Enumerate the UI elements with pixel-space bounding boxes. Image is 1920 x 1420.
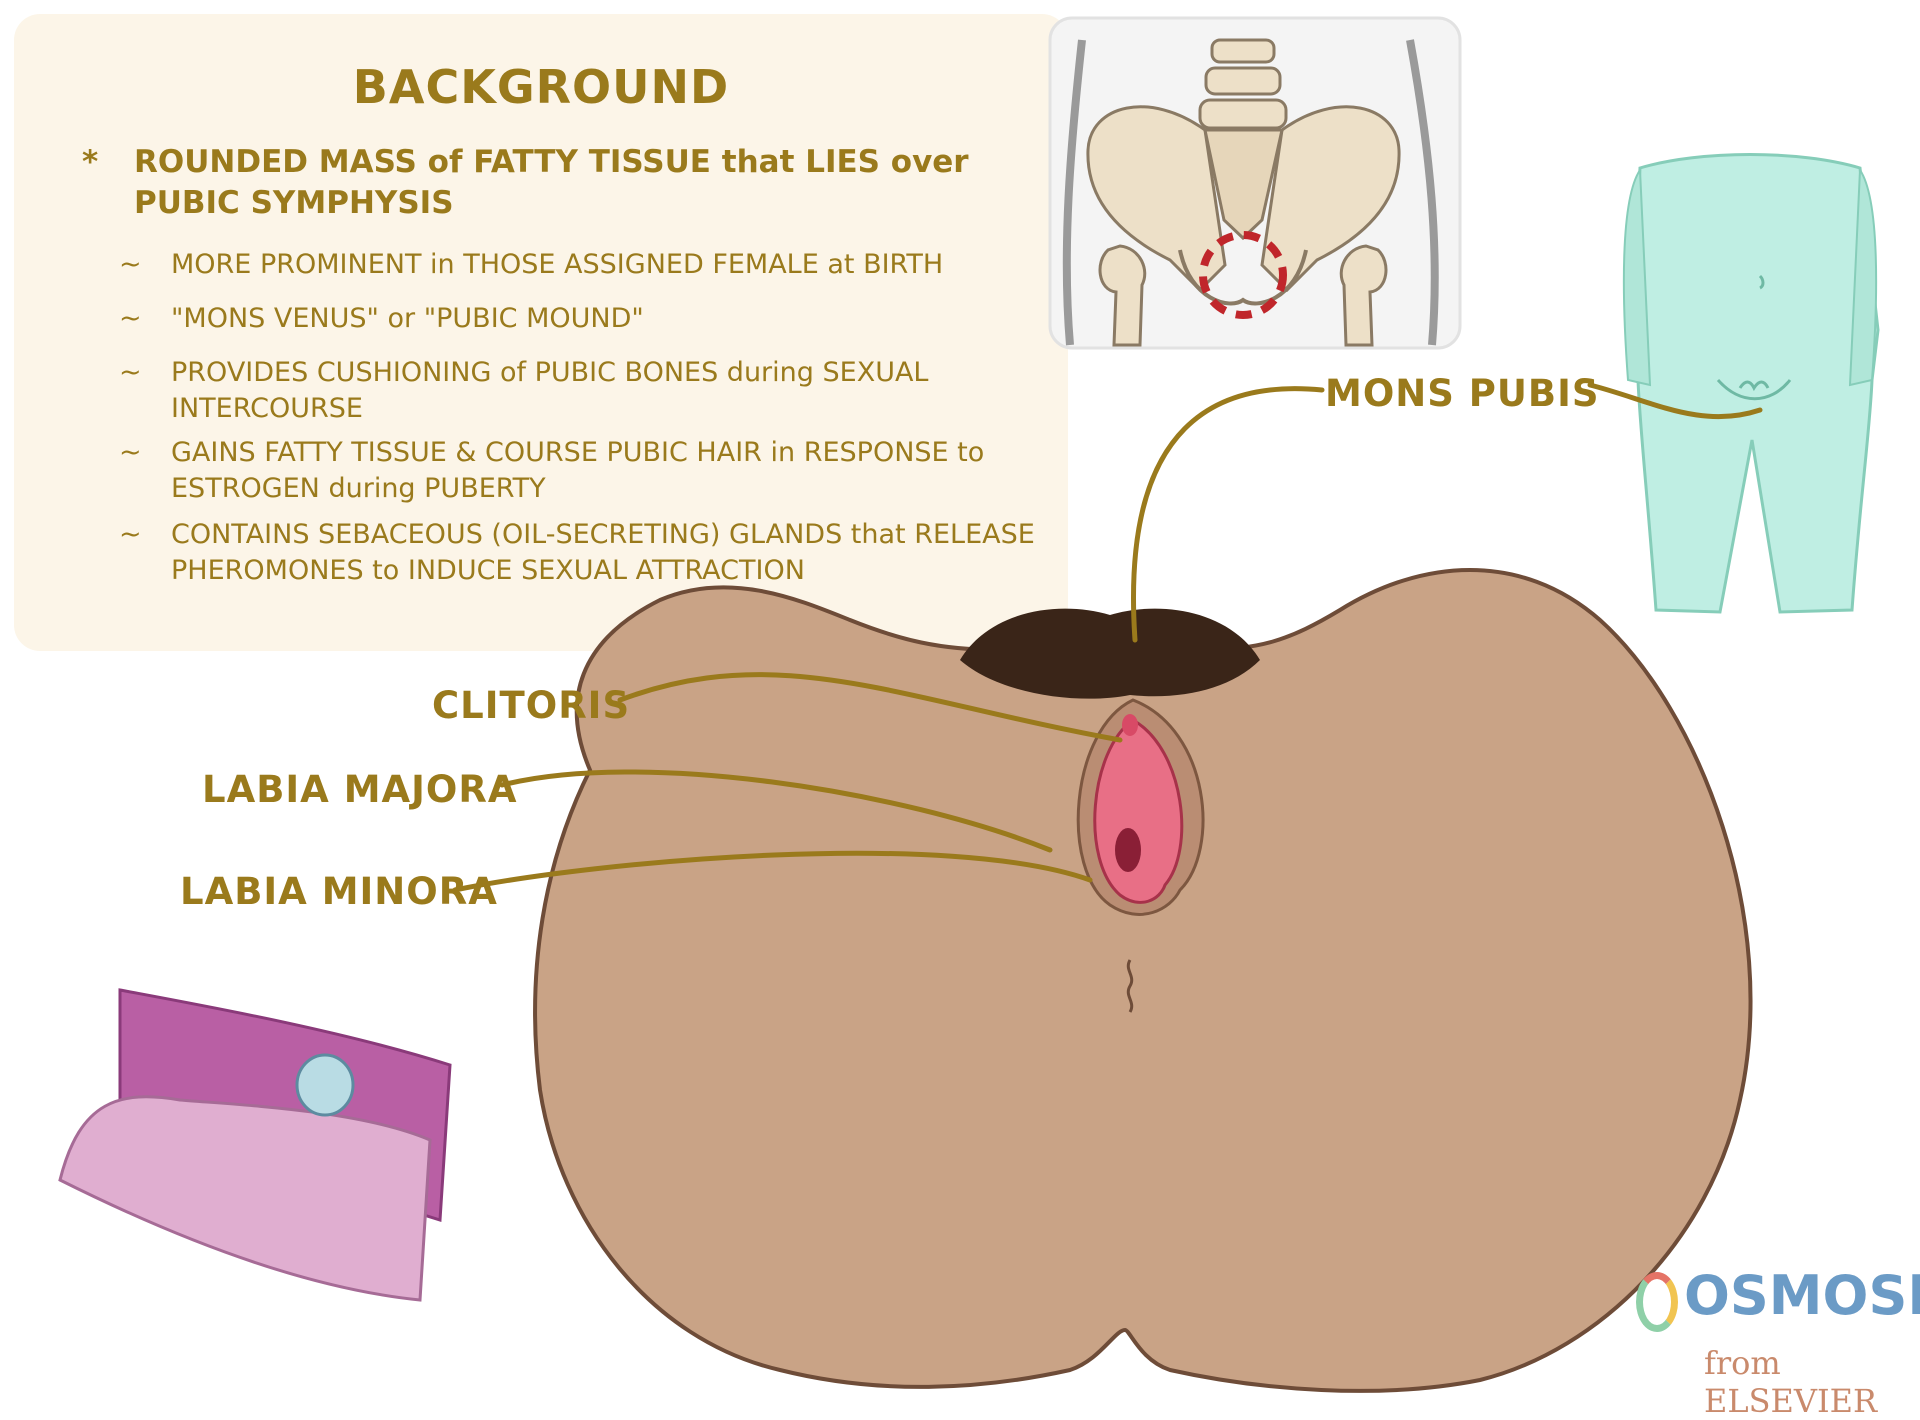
sub-bullet: ~ CONTAINS SEBACEOUS (OIL-SECRETING) GLA…	[119, 517, 1039, 589]
sub-bullet-text: GAINS FATTY TISSUE & COURSE PUBIC HAIR i…	[171, 437, 985, 504]
sub-bullet-text: "MONS VENUS" or "PUBIC MOUND"	[171, 303, 644, 334]
pelvis-illustration	[1048, 16, 1462, 350]
anatomy-main-illustration	[533, 568, 1753, 1393]
asterisk-icon: *	[82, 144, 99, 180]
tilde-icon: ~	[119, 357, 142, 388]
body-silhouette-illustration	[1622, 153, 1880, 614]
sub-bullet-text: MORE PROMINENT in THOSE ASSIGNED FEMALE …	[171, 249, 944, 280]
label-labia-minora: LABIA MINORA	[180, 870, 498, 913]
sub-bullet-text: PROVIDES CUSHIONING of PUBIC BONES durin…	[171, 357, 929, 424]
tilde-icon: ~	[119, 249, 142, 280]
main-bullet-text: ROUNDED MASS of FATTY TISSUE that LIES o…	[134, 144, 969, 221]
logo-word: OSMOSIS	[1684, 1264, 1920, 1327]
tilde-icon: ~	[119, 519, 142, 550]
sub-bullet: ~ GAINS FATTY TISSUE & COURSE PUBIC HAIR…	[119, 435, 1039, 507]
sub-bullet: ~ "MONS VENUS" or "PUBIC MOUND"	[119, 301, 1039, 337]
osmosis-logo: OSMOSIS from ELSEVIER	[1632, 1264, 1920, 1420]
logo-sub: from ELSEVIER	[1704, 1344, 1878, 1420]
tilde-icon: ~	[119, 303, 142, 334]
background-panel: BACKGROUND * ROUNDED MASS of FATTY TISSU…	[14, 14, 1068, 651]
sub-bullet: ~ PROVIDES CUSHIONING of PUBIC BONES dur…	[119, 355, 1039, 427]
sub-bullet-text: CONTAINS SEBACEOUS (OIL-SECRETING) GLAND…	[171, 519, 1035, 586]
label-clitoris: CLITORIS	[432, 684, 631, 727]
background-title: BACKGROUND	[352, 60, 730, 114]
leader-lines	[452, 382, 1763, 893]
main-bullet: * ROUNDED MASS of FATTY TISSUE that LIES…	[82, 142, 1022, 224]
sub-bullet: ~ MORE PROMINENT in THOSE ASSIGNED FEMAL…	[119, 247, 1039, 283]
label-mons-pubis: MONS PUBIS	[1325, 372, 1600, 415]
tilde-icon: ~	[119, 437, 142, 468]
bed-illustration	[58, 988, 452, 1302]
logo-ring-icon	[1636, 1272, 1678, 1332]
label-labia-majora: LABIA MAJORA	[202, 768, 518, 811]
